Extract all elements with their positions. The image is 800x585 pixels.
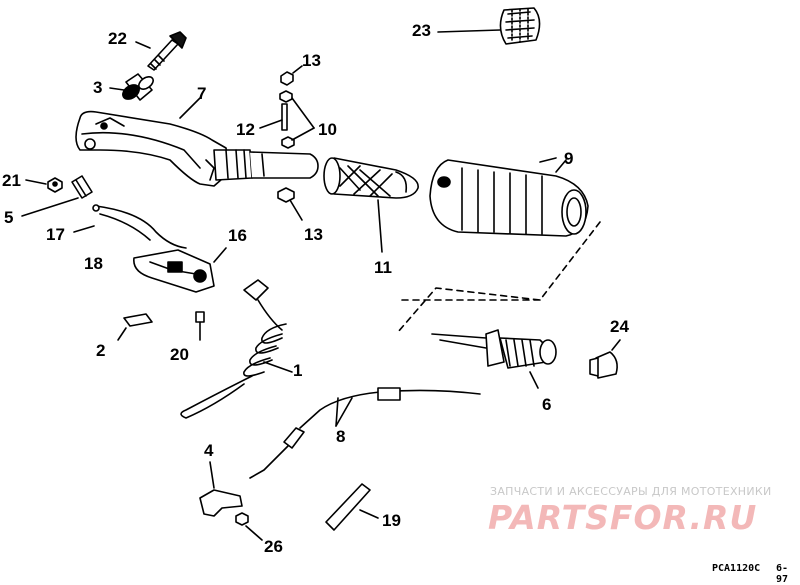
watermark-tagline: ЗАПЧАСТИ И АКСЕССУАРЫ ДЛЯ МОТОТЕХНИКИ — [490, 485, 772, 498]
callout-8: 8 — [336, 427, 346, 446]
date-code: 6-97 — [776, 563, 789, 585]
part-9-grip — [429, 157, 589, 237]
callout-22: 22 — [108, 29, 127, 48]
callout-21: 21 — [2, 171, 21, 190]
part-13-nut-top — [280, 65, 303, 86]
part-2-clip — [117, 313, 153, 341]
part-5-fitting — [21, 175, 93, 217]
part-8-cable — [249, 387, 481, 479]
part-3-bushing — [122, 73, 154, 101]
part-1-lanyard — [180, 279, 293, 419]
callout-1: 1 — [293, 361, 303, 380]
part-4-bracket — [199, 461, 243, 517]
part-10-nuts — [279, 90, 315, 149]
part-20-screw — [195, 311, 205, 341]
callout-18: 18 — [84, 254, 103, 273]
callout-12: 12 — [236, 120, 255, 139]
callout-9: 9 — [564, 149, 574, 168]
part-19-rod — [325, 483, 379, 531]
part-22-bolt — [147, 31, 187, 71]
callout-11: 11 — [374, 258, 392, 277]
callout-16: 16 — [228, 226, 247, 245]
drawing-code: PCA1120C — [712, 563, 761, 574]
callout-7: 7 — [197, 84, 207, 103]
part-16-stop-switch — [73, 204, 227, 293]
watermark-logo: PARTSFOR.RU — [488, 498, 758, 537]
assembly-dashed-outline — [397, 221, 601, 333]
part-24-cap — [589, 339, 621, 379]
leader-lines — [109, 29, 567, 173]
callout-26: 26 — [264, 537, 283, 556]
part-11-throttle-core — [323, 157, 419, 253]
callout-24: 24 — [610, 317, 629, 336]
part-26-screw — [235, 512, 263, 541]
part-21-nut — [25, 177, 63, 193]
callout-2: 2 — [96, 341, 106, 360]
callout-5: 5 — [4, 208, 14, 227]
callout-17: 17 — [46, 225, 65, 244]
callout-4: 4 — [204, 441, 214, 460]
part-7-tiller-arm — [75, 110, 319, 187]
callout-23: 23 — [412, 21, 431, 40]
callout-10: 10 — [318, 120, 337, 139]
callout-3: 3 — [93, 78, 103, 97]
callout-20: 20 — [170, 345, 189, 364]
part-13-washer-bottom — [277, 187, 303, 221]
callout-6: 6 — [542, 395, 552, 414]
callout-13-bottom: 13 — [304, 225, 323, 244]
part-6-friction-assembly — [431, 329, 557, 389]
callout-19: 19 — [382, 511, 401, 530]
part-23-cap — [499, 7, 541, 45]
callout-13-top: 13 — [302, 51, 321, 70]
part-12-pin — [259, 103, 288, 131]
